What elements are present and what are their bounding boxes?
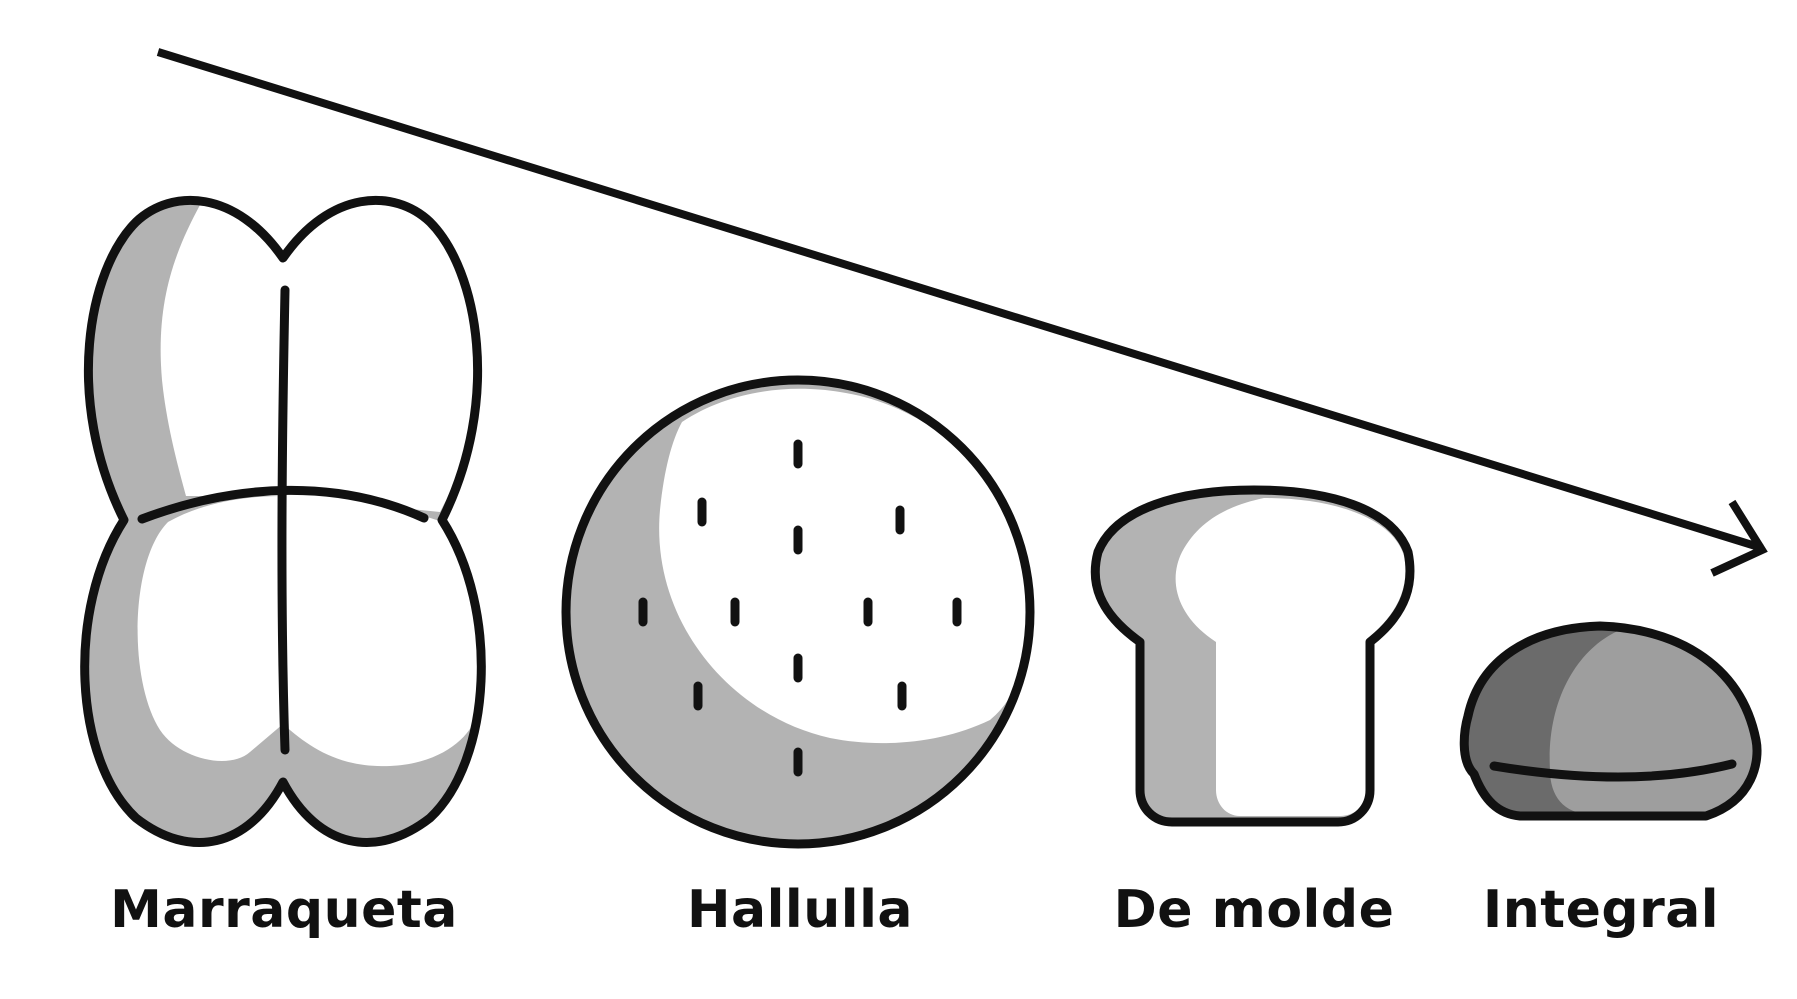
marraqueta-bread-icon [80, 195, 486, 847]
sliced-bread-icon [1090, 485, 1415, 827]
label-marraqueta: Marraqueta [110, 880, 458, 940]
label-integral: Integral [1482, 880, 1720, 940]
label-de-molde: De molde [1113, 880, 1395, 940]
hallulla-bread-icon [561, 375, 1035, 849]
wholegrain-bread-icon [1459, 621, 1762, 821]
decreasing-arrow-icon [156, 48, 1768, 577]
label-hallulla: Hallulla [686, 880, 914, 940]
